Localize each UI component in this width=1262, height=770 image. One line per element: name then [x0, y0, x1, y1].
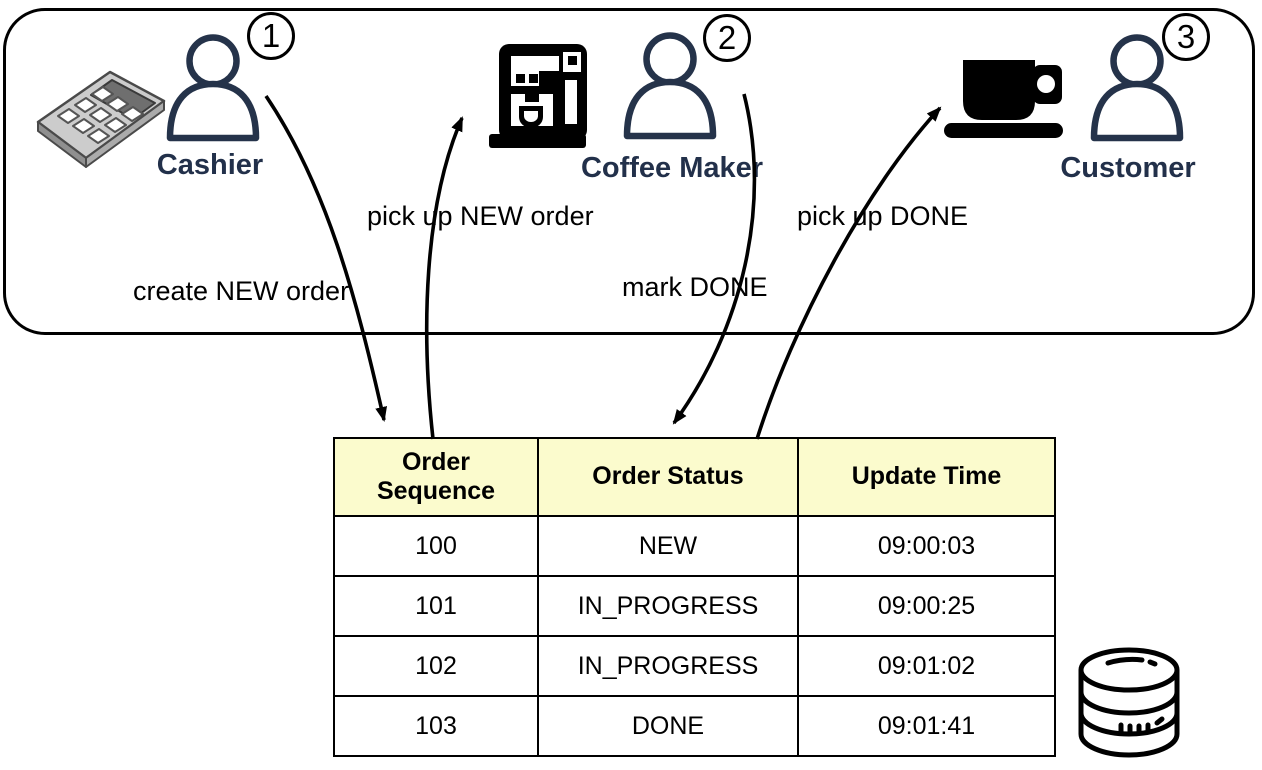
table-row: 102 IN_PROGRESS 09:01:02	[333, 635, 1056, 697]
cell-order-status: IN_PROGRESS	[537, 635, 799, 697]
step-badge-3: 3	[1162, 13, 1210, 61]
flow-label-create-new-order: create NEW order	[133, 276, 350, 306]
cell-update-time: 09:00:25	[797, 575, 1056, 637]
cell-order-sequence: 101	[333, 575, 539, 637]
column-header-order-sequence: Order Sequence	[333, 437, 539, 517]
coffee-machine-icon	[489, 44, 587, 148]
cash-register-icon	[36, 70, 166, 168]
column-header-order-status: Order Status	[537, 437, 799, 517]
table-row: 100 NEW 09:00:03	[333, 515, 1056, 577]
flow-label-pick-up-done: pick up DONE	[797, 201, 969, 231]
cell-update-time: 09:01:02	[797, 635, 1056, 697]
cell-update-time: 09:00:03	[797, 515, 1056, 577]
cell-update-time: 09:01:41	[797, 695, 1056, 757]
cell-order-status: IN_PROGRESS	[537, 575, 799, 637]
cell-order-sequence: 100	[333, 515, 539, 577]
table-row: 103 DONE 09:01:41	[333, 695, 1056, 757]
step-number: 3	[1176, 18, 1196, 55]
table-header-row: Order Sequence Order Status Update Time	[333, 437, 1056, 517]
flow-label-pick-up-new-order: pick up NEW order	[367, 201, 594, 231]
actor-label-coffee-maker: Coffee Maker	[580, 152, 764, 184]
flow-label-mark-done: mark DONE	[622, 272, 768, 302]
table-row: 101 IN_PROGRESS 09:00:25	[333, 575, 1056, 637]
cell-order-sequence: 103	[333, 695, 539, 757]
actor-label-cashier: Cashier	[156, 149, 264, 181]
orders-table: Order Sequence Order Status Update Time …	[333, 437, 1056, 757]
step-badge-2: 2	[703, 14, 751, 62]
cell-order-sequence: 102	[333, 635, 539, 697]
coffee-cup-icon	[944, 60, 1063, 138]
step-number: 1	[261, 17, 281, 54]
cell-order-status: NEW	[537, 515, 799, 577]
column-header-update-time: Update Time	[797, 437, 1056, 517]
person-icon	[1090, 34, 1184, 142]
database-icon	[1078, 647, 1180, 758]
person-icon	[166, 34, 260, 142]
step-badge-1: 1	[247, 12, 295, 60]
actor-label-customer: Customer	[1060, 152, 1196, 184]
cell-order-status: DONE	[537, 695, 799, 757]
step-number: 2	[717, 19, 737, 56]
